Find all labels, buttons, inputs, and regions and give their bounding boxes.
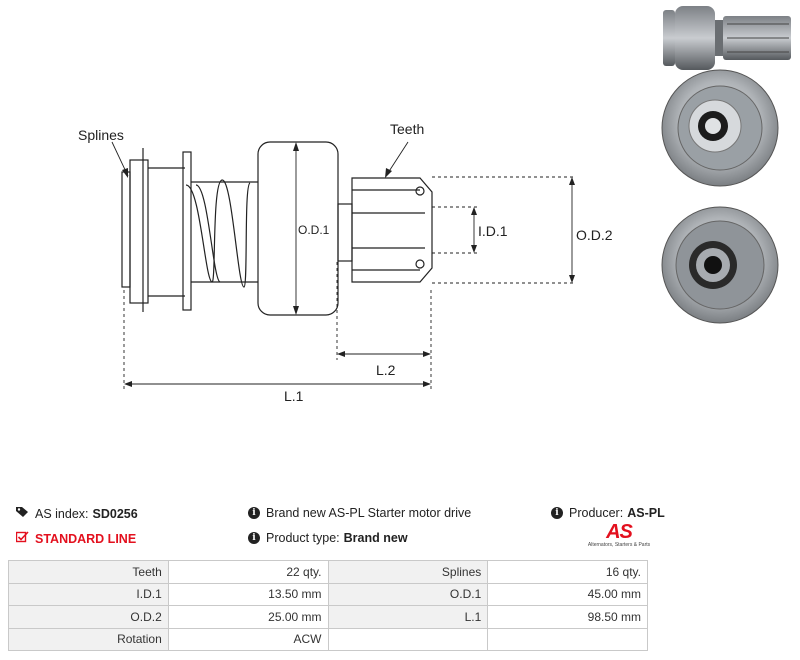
spline-end — [121, 171, 131, 288]
spec-label: L.1 — [327, 605, 489, 629]
table-row: O.D.2 25.00 mm L.1 98.50 mm — [8, 605, 648, 629]
as-pl-logo: AS Alternators, Starters & Parts — [587, 521, 651, 548]
table-row: Teeth 22 qty. Splines 16 qty. — [8, 560, 648, 584]
photo-side-view — [663, 6, 791, 70]
specs-table: Teeth 22 qty. Splines 16 qty. I.D.1 13.5… — [8, 560, 648, 651]
spec-label: Rotation — [8, 627, 169, 651]
label-id1: I.D.1 — [478, 223, 508, 239]
checkbox-checked-icon — [15, 531, 29, 546]
product-info: AS index: SD0256 STANDARD LINE i Brand n… — [0, 500, 800, 560]
spec-value: 13.50 mm — [167, 582, 329, 606]
technical-drawing: Splines Teeth O.D.1 I.D.1 O.D.2 L.2 L.1 — [78, 121, 613, 404]
spec-label: O.D.1 — [327, 582, 489, 606]
as-index-value: SD0256 — [92, 506, 138, 521]
label-od2: O.D.2 — [576, 227, 613, 243]
photo-pinion-view — [661, 206, 779, 324]
spec-value: 98.50 mm — [487, 605, 648, 629]
spring-coil — [185, 179, 251, 288]
product-photos — [661, 6, 791, 324]
spec-value: ACW — [167, 627, 329, 651]
tag-icon — [16, 506, 29, 521]
drive-flange — [129, 159, 149, 304]
label-od1: O.D.1 — [298, 223, 330, 237]
info-icon: i — [551, 507, 563, 519]
label-l2: L.2 — [376, 362, 396, 378]
spec-value-empty — [487, 627, 648, 651]
as-index: AS index: SD0256 — [16, 506, 138, 521]
description: i Brand new AS-PL Starter motor drive — [248, 506, 471, 520]
table-row: Rotation ACW — [8, 627, 648, 651]
spec-value: 22 qty. — [167, 560, 329, 584]
spec-label: O.D.2 — [8, 605, 169, 629]
spec-value: 25.00 mm — [167, 605, 329, 629]
standard-line: STANDARD LINE — [15, 531, 136, 546]
info-icon: i — [248, 507, 260, 519]
label-teeth: Teeth — [390, 121, 424, 137]
producer: i Producer: AS-PL — [551, 506, 665, 520]
table-row: I.D.1 13.50 mm O.D.1 45.00 mm — [8, 582, 648, 606]
pinion-gear — [351, 177, 433, 283]
label-l1: L.1 — [284, 388, 304, 404]
spec-label-empty — [327, 627, 489, 651]
spec-value: 45.00 mm — [487, 582, 648, 606]
spec-label: I.D.1 — [8, 582, 169, 606]
label-splines: Splines — [78, 127, 124, 143]
info-icon: i — [248, 532, 260, 544]
spec-label: Splines — [327, 560, 489, 584]
product-type: i Product type: Brand new — [248, 531, 408, 545]
spec-label: Teeth — [8, 560, 169, 584]
photo-front-view — [661, 69, 779, 187]
spec-value: 16 qty. — [487, 560, 648, 584]
